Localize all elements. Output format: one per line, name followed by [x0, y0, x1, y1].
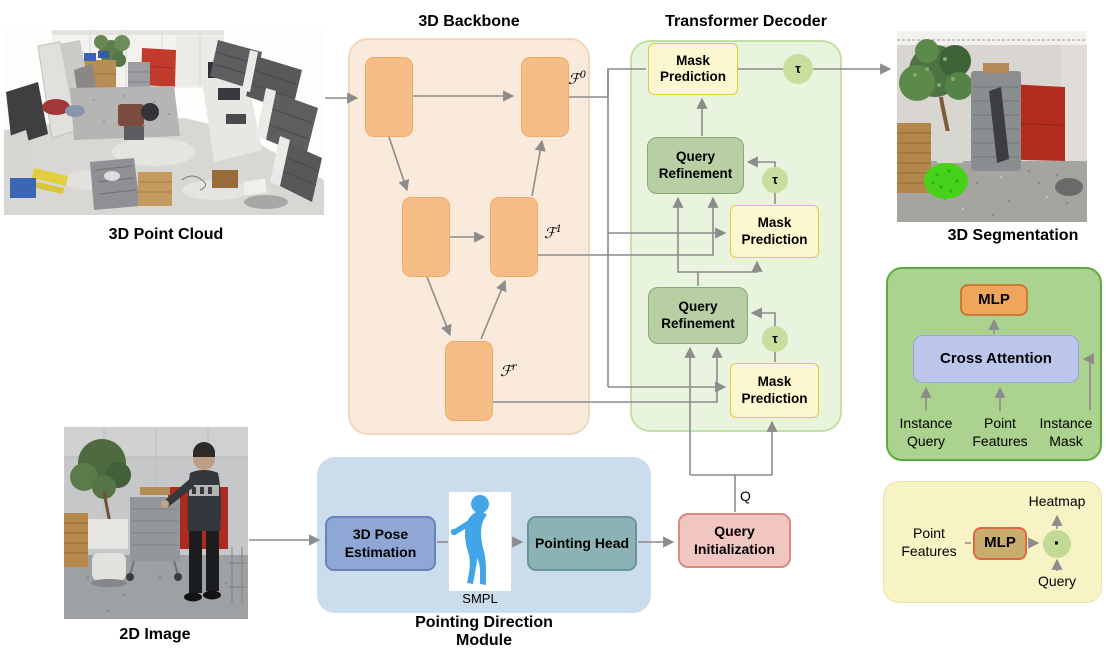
segmentation-image [897, 31, 1087, 222]
feature-wires [492, 68, 727, 403]
backbone-wires [325, 90, 546, 340]
smpl-silhouette [450, 495, 489, 585]
smpl-label: SMPL [462, 591, 498, 606]
img2d-metal-stand [228, 547, 246, 603]
instance-mask-label: Instance Mask [1039, 415, 1093, 450]
query-input-label: Query [1037, 573, 1077, 589]
point-cloud-image [4, 30, 324, 215]
mask-prediction-bottom: Mask Prediction [730, 363, 819, 418]
segmentation-highlight [924, 163, 968, 199]
query-initialization-box: Query Initialization [678, 513, 791, 568]
backbone-title: 3D Backbone [418, 13, 520, 30]
pose-estimation-box: 3D Pose Estimation [325, 516, 436, 571]
refinement-mlp-box: MLP [960, 284, 1028, 316]
seg-cart [971, 63, 1021, 171]
dot-product-node: · [1043, 530, 1071, 558]
img2d-person [161, 442, 222, 602]
refinement-detail-wires [920, 318, 1094, 411]
smpl-figure [449, 492, 511, 591]
img2d-stool [92, 553, 126, 581]
tau-threshold-bottom: τ [762, 326, 788, 352]
backbone-block-dec1 [521, 57, 569, 137]
backbone-block-dec2 [490, 197, 538, 277]
query-refinement-lower: Query Refinement [648, 287, 748, 344]
image-2d-label: 2D Image [119, 626, 191, 643]
feature-label-f0: ℱ0 [568, 70, 587, 88]
pointing-head-box: Pointing Head [527, 516, 637, 571]
pointing-module-label-line1: Pointing Direction [415, 614, 553, 631]
query-q-label: Q [740, 488, 751, 504]
mask-prediction-middle: Mask Prediction [730, 205, 819, 258]
mask-prediction-top: Mask Prediction [648, 43, 738, 95]
bottom-wires [249, 534, 675, 548]
cross-attention-box: Cross Attention [913, 335, 1079, 383]
img2d-tree [70, 439, 131, 524]
decoder-title: Transformer Decoder [665, 13, 827, 30]
decoder-wires [672, 63, 892, 512]
heatmap-label: Heatmap [1028, 493, 1086, 509]
pointing-module-label: Pointing Direction Module [364, 614, 604, 650]
mask-mlp-box: MLP [973, 527, 1027, 560]
feature-label-f1: ℱ1 [544, 224, 563, 242]
seg-tree [899, 39, 973, 163]
backbone-block-bottleneck [445, 341, 493, 421]
segmentation-label: 3D Segmentation [947, 227, 1079, 244]
feature-label-fr: ℱr [500, 362, 517, 380]
point-features-input-label: Point Features [901, 525, 957, 560]
tau-threshold-top: τ [783, 54, 813, 84]
pc-yellow-beam [32, 168, 68, 186]
point-cloud-label: 3D Point Cloud [108, 226, 224, 243]
query-refinement-upper: Query Refinement [647, 137, 744, 194]
point-features-label: Point Features [972, 415, 1028, 450]
image-2d-photo [64, 427, 248, 619]
pointing-module-label-line2: Module [456, 632, 512, 649]
backbone-block-enc1 [365, 57, 413, 137]
tau-threshold-middle: τ [762, 167, 788, 193]
mask-detail-wires [965, 514, 1063, 571]
pc-slatted-panels [210, 40, 322, 202]
instance-query-label: Instance Query [899, 415, 953, 450]
img2d-cart [126, 487, 182, 581]
backbone-block-enc2 [402, 197, 450, 277]
